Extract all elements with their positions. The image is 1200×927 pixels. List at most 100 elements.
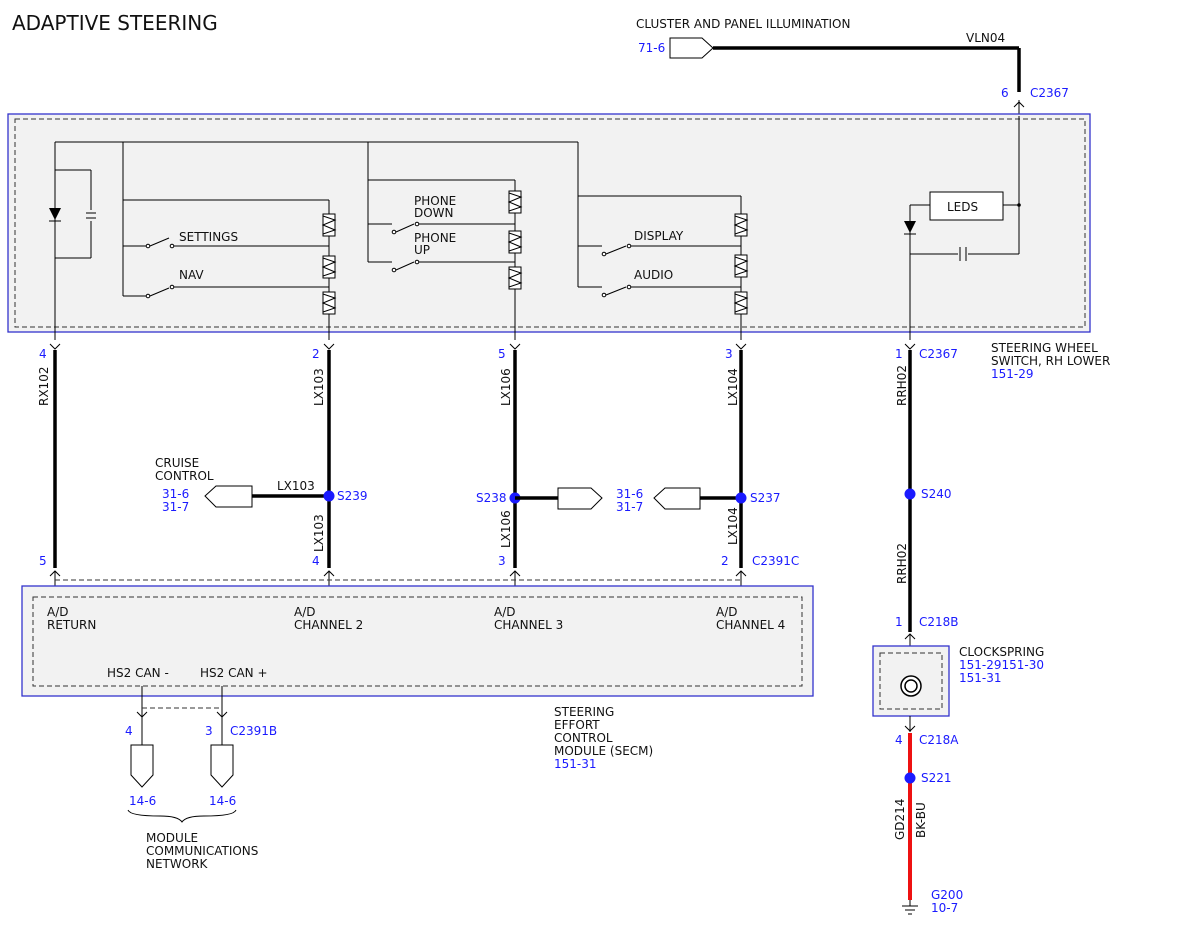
secm-ref: 151-31 [554, 757, 597, 771]
switch-phone-up-label-1: PHONE [414, 231, 456, 245]
secm-ch3-1: A/D [494, 605, 516, 619]
network-label-3: NETWORK [146, 857, 209, 871]
leds-box [929, 191, 1004, 221]
c218a-arrow-icon [904, 725, 916, 732]
secm-can-plus: HS2 CAN + [200, 666, 268, 680]
can-wiring [136, 686, 228, 745]
secm-name-2: EFFORT [554, 718, 600, 732]
switch-name-1: STEERING WHEEL [991, 341, 1098, 355]
pin-ch2: 4 [312, 554, 320, 568]
ground-name: G200 [931, 888, 963, 902]
page-title: ADAPTIVE STEERING [12, 11, 218, 35]
can-plus-connector-icon [210, 744, 234, 788]
secm-name-1: STEERING [554, 705, 614, 719]
switch-display-label: DISPLAY [634, 229, 684, 243]
rrh02-lower-label: RRH02 [895, 543, 909, 584]
secm-ch3-2: CHANNEL 3 [494, 618, 563, 632]
lx103-lower-label: LX103 [312, 514, 326, 552]
switch-audio-label: AUDIO [634, 268, 673, 282]
network-brace-icon [127, 809, 237, 823]
led-diode-icon [904, 221, 916, 233]
illumination-connector: C2367 [1030, 86, 1069, 100]
c218a-connector: C218A [919, 733, 959, 747]
secm-ch4-1: A/D [716, 605, 738, 619]
switch-name-2: SWITCH, RH LOWER [991, 354, 1110, 368]
secm-module-dashed [32, 596, 803, 687]
clockspring-name: CLOCKSPRING [959, 645, 1044, 659]
pin-lx104-top: 3 [725, 347, 733, 361]
lx104-label: LX104 [726, 368, 740, 406]
s238-label: S238 [476, 491, 507, 505]
ground-ref: 10-7 [931, 901, 958, 915]
cruise-ref-2: 31-7 [162, 500, 189, 514]
lx104-lower-label: LX104 [726, 507, 740, 545]
pin-rx102-top: 4 [39, 347, 47, 361]
lx106-label: LX106 [499, 368, 513, 406]
splice-s240 [904, 488, 916, 500]
secm-name-3: CONTROL [554, 731, 613, 745]
clockspring-icon [900, 675, 922, 697]
illumination-ref: 71-6 [638, 41, 665, 55]
network-label-1: MODULE [146, 831, 198, 845]
c218a-pin: 4 [895, 733, 903, 747]
c2391b-connector: C2391B [230, 724, 277, 738]
illumination-label: CLUSTER AND PANEL ILLUMINATION [636, 17, 850, 31]
s237-connector-icon [653, 487, 701, 510]
secm-ch4-2: CHANNEL 4 [716, 618, 785, 632]
secm-return-2: RETURN [47, 618, 96, 632]
right-ref-1: 31-6 [616, 487, 643, 501]
right-ref-2: 31-7 [616, 500, 643, 514]
switch-module-dashed [14, 118, 1086, 328]
pin-return: 5 [39, 554, 47, 568]
switch-module-box [7, 113, 1091, 333]
s239-label: S239 [337, 489, 368, 503]
s237-label: S237 [750, 491, 781, 505]
rrh02-label: RRH02 [895, 365, 909, 406]
cruise-label-1: CRUISE [155, 456, 199, 470]
vln04-label: VLN04 [966, 31, 1005, 45]
secm-can-minus: HS2 CAN - [107, 666, 169, 680]
secm-return-1: A/D [47, 605, 69, 619]
can-ref-minus: 14-6 [129, 794, 156, 808]
network-label-2: COMMUNICATIONS [146, 844, 258, 858]
c2367-lower-connector: C2367 [919, 347, 958, 361]
cruise-connector-icon [204, 485, 253, 508]
switch-nav-label: NAV [179, 268, 204, 282]
switch-settings-label: SETTINGS [179, 230, 238, 244]
lx103-label: LX103 [312, 368, 326, 406]
rx102-label: RX102 [37, 367, 51, 406]
switch-internal-circuit [49, 116, 1021, 340]
ground-icon [902, 900, 918, 915]
splice-s239 [323, 490, 335, 502]
pin-ch4: 2 [721, 554, 729, 568]
splice-s221 [904, 772, 916, 784]
illumination-connector-icon [669, 37, 714, 59]
bkbu-label: BK-BU [914, 802, 928, 838]
can-minus-connector-icon [130, 744, 154, 788]
secm-ch2-1: A/D [294, 605, 316, 619]
pin-ch3: 3 [498, 554, 506, 568]
lx106-lower-label: LX106 [499, 510, 513, 548]
pin-rrh02-top: 1 [895, 347, 903, 361]
diode-icon [49, 208, 61, 220]
splice-s237 [735, 492, 747, 504]
s240-label: S240 [921, 487, 952, 501]
s238-connector-icon [557, 487, 603, 510]
c2391c-connector: C2391C [752, 554, 799, 568]
secm-name-4: MODULE (SECM) [554, 744, 653, 758]
can-pin-plus: 3 [205, 724, 213, 738]
pin-lx103-top: 2 [312, 347, 320, 361]
leds-label: LEDS [947, 200, 978, 214]
c218b-connector: C218B [919, 615, 959, 629]
c218b-pin: 1 [895, 615, 903, 629]
s221-label: S221 [921, 771, 952, 785]
can-ref-plus: 14-6 [209, 794, 236, 808]
can-pin-minus: 4 [125, 724, 133, 738]
pin-lx106-top: 5 [498, 347, 506, 361]
lx103-branch-label: LX103 [277, 479, 315, 493]
illumination-pin: 6 [1001, 86, 1009, 100]
top-connector-arrows [49, 343, 916, 350]
cruise-ref-1: 31-6 [162, 487, 189, 501]
cruise-label-2: CONTROL [155, 469, 214, 483]
